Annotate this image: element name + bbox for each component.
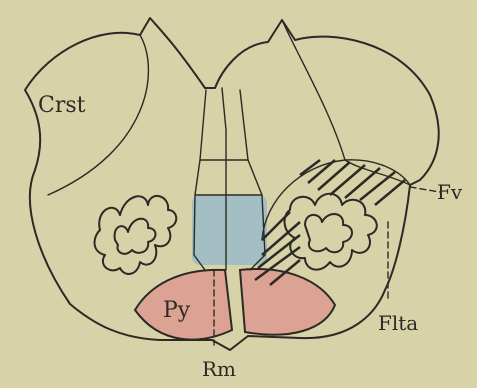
hatched-area: [255, 160, 405, 285]
label-flta: Flta: [378, 311, 418, 335]
fv-dashed: [410, 187, 440, 192]
label-rm: Rm: [202, 357, 236, 381]
label-py: Py: [163, 298, 191, 323]
right-olive-inner: [305, 214, 352, 252]
blue-region: [192, 195, 267, 265]
label-crst: Crst: [38, 93, 86, 118]
section-outline: [25, 18, 439, 350]
left-olive-outer: [95, 196, 177, 274]
right-olive-outer: [285, 194, 377, 270]
label-fv: Fv: [437, 180, 463, 204]
right-pyramid: [240, 269, 335, 335]
left-olive-inner: [115, 219, 156, 254]
